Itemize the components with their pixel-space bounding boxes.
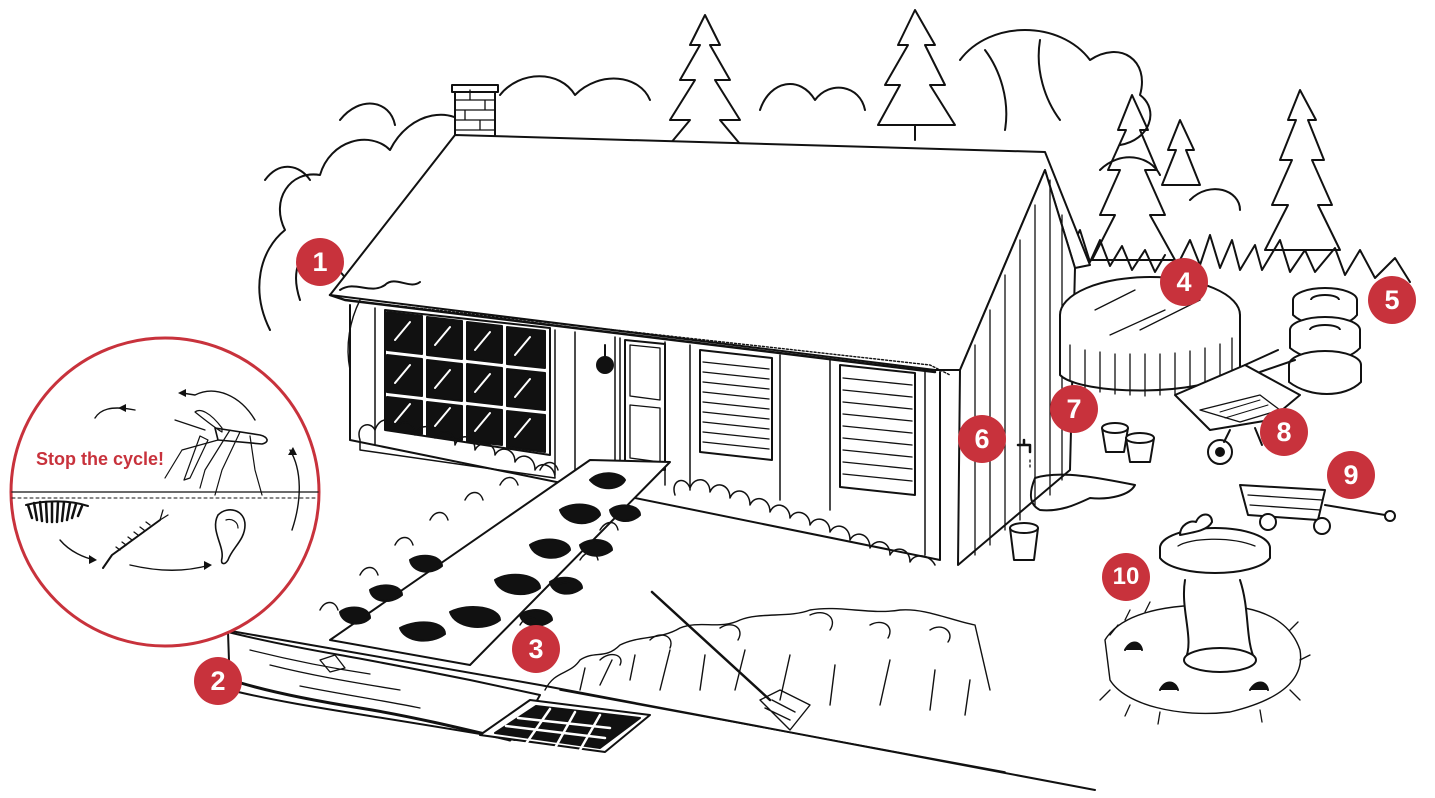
marker-7[interactable]: 7 bbox=[1050, 385, 1098, 433]
front-door bbox=[597, 340, 665, 470]
cycle-label: Stop the cycle! bbox=[36, 449, 206, 470]
marker-3[interactable]: 3 bbox=[512, 625, 560, 673]
marker-2[interactable]: 2 bbox=[194, 657, 242, 705]
front-window bbox=[385, 310, 550, 455]
bird-bath bbox=[1100, 515, 1310, 725]
house bbox=[330, 85, 1090, 565]
marker-1[interactable]: 1 bbox=[296, 238, 344, 286]
marker-9[interactable]: 9 bbox=[1327, 451, 1375, 499]
marker-4[interactable]: 4 bbox=[1160, 258, 1208, 306]
rake-icon bbox=[652, 592, 770, 700]
marker-8[interactable]: 8 bbox=[1260, 408, 1308, 456]
wagon bbox=[1240, 485, 1395, 534]
stacked-tires bbox=[1289, 288, 1361, 394]
cycle-inset bbox=[11, 338, 319, 646]
walkway bbox=[330, 460, 670, 665]
marker-6[interactable]: 6 bbox=[958, 415, 1006, 463]
window-shutters bbox=[700, 350, 915, 495]
marker-10[interactable]: 10 bbox=[1102, 553, 1150, 601]
marker-5[interactable]: 5 bbox=[1368, 276, 1416, 324]
